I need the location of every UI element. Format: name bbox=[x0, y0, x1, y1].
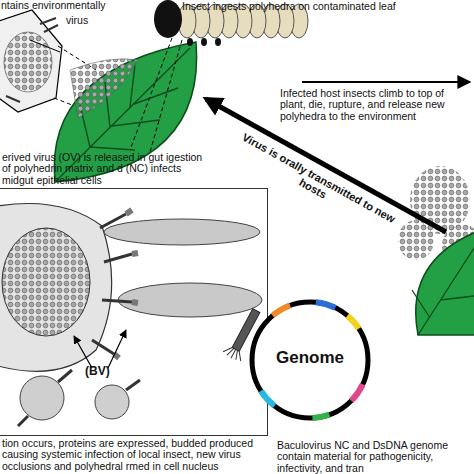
leg bbox=[215, 38, 221, 46]
infected-cell bbox=[20, 376, 64, 420]
cropped-note: ntains environmentally bbox=[1, 0, 161, 11]
budded-virus bbox=[18, 370, 140, 426]
budded-virus bbox=[92, 214, 132, 354]
polyhedra-cluster bbox=[398, 220, 434, 260]
midgut-cell bbox=[104, 219, 260, 245]
genome-circle: Genome bbox=[248, 298, 372, 422]
midgut-cell bbox=[118, 283, 262, 317]
polyhedra-cluster bbox=[4, 32, 52, 92]
cell-nucleus bbox=[2, 228, 90, 336]
gene-segment bbox=[315, 299, 336, 310]
leader-line bbox=[130, 38, 182, 152]
step-note: erived virus (OV) is released in gut ige… bbox=[2, 152, 207, 186]
polyhedra-on-leaf bbox=[70, 59, 138, 118]
pointer-arrow bbox=[74, 336, 92, 368]
pointer-arrow bbox=[108, 330, 126, 368]
leaf-cross-section bbox=[0, 10, 62, 112]
bv-envelope bbox=[114, 210, 138, 358]
virion-rods bbox=[6, 18, 58, 102]
step-note: Insect ingests polyhedra on contaminated… bbox=[182, 1, 462, 12]
leg bbox=[187, 38, 193, 46]
step-note: Infected host insects climb to top of pl… bbox=[280, 88, 452, 122]
gene-segment bbox=[345, 313, 361, 330]
gene-segment bbox=[312, 412, 330, 421]
nc-fibers bbox=[222, 345, 244, 363]
arrow-note: Virus is orally transmitted to new hosts bbox=[233, 131, 398, 237]
cell-infection-panel: (BV) bbox=[0, 188, 268, 436]
leaf-veins bbox=[412, 248, 474, 335]
virus-label: (BV) bbox=[85, 365, 129, 378]
leader-line bbox=[30, 40, 60, 52]
caterpillar-head bbox=[154, 0, 182, 38]
infected-cell bbox=[0, 204, 112, 372]
leaf bbox=[416, 232, 474, 335]
leg bbox=[201, 38, 207, 46]
genome-note: Baculovirus NC and DsDNA genome contain … bbox=[277, 440, 474, 474]
flow-arrow bbox=[302, 81, 470, 83]
genome-label: Genome bbox=[248, 349, 372, 367]
cropped-note: virus bbox=[66, 15, 126, 26]
gene-segment bbox=[349, 383, 365, 403]
gene-segment bbox=[271, 303, 291, 318]
step-note: tion occurs, proteins are expressed, bud… bbox=[2, 438, 272, 472]
infected-cell bbox=[95, 385, 129, 419]
gene-segment bbox=[258, 389, 276, 408]
